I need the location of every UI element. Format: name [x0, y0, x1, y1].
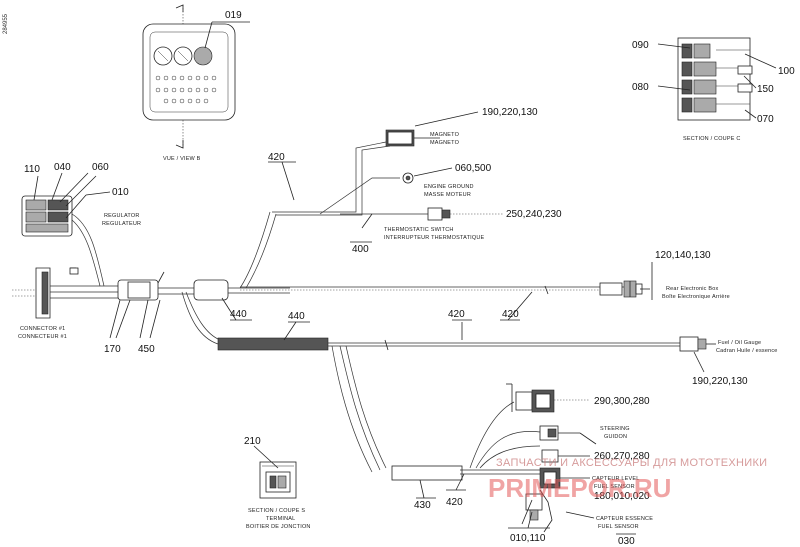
callout-210: 210 — [244, 436, 261, 447]
main-harness — [50, 141, 716, 352]
callout-010: 010 — [112, 187, 129, 198]
callout-190-220-130-bottom: 190,220,130 — [692, 376, 748, 387]
callout-060: 060 — [92, 162, 109, 173]
callout-060-500: 060,500 — [455, 163, 492, 174]
callout-100: 100 — [778, 66, 795, 77]
clamp-170-450 — [109, 299, 161, 339]
fuel-level-label-fr: FUEL SENSOR — [594, 484, 635, 490]
callout-120-140-130: 120,140,130 — [655, 250, 711, 261]
callout-090: 090 — [632, 40, 649, 51]
watermark-text: ЗАПЧАСТИ И АКСЕССУАРЫ ДЛЯ МОТОТЕХНИКИ — [496, 457, 767, 469]
section-c-title: SECTION / COUPE C — [683, 136, 741, 142]
lower-branch — [331, 345, 590, 533]
fuel-gauge-label-en: Fuel / Oil Gauge — [718, 340, 761, 346]
callout-030: 030 — [618, 536, 635, 547]
thermo-label-en: THERMOSTATIC SWITCH — [384, 227, 454, 233]
connector-1-label-fr: CONNECTEUR #1 — [18, 334, 67, 340]
watermark-logo: PRIMEPOR.RU — [488, 473, 671, 503]
callout-150: 150 — [757, 84, 774, 95]
steering-label-fr: GUIDON — [604, 434, 627, 440]
magneto-label-fr: MAGNETO — [430, 140, 460, 146]
callout-430: 430 — [414, 500, 431, 511]
callout-400: 400 — [352, 244, 369, 255]
callout-450: 450 — [138, 344, 155, 355]
fuel-gauge-label-fr: Cadran Huile / essence — [716, 348, 778, 354]
callout-440-b: 440 — [288, 311, 305, 322]
callout-019: 019 — [225, 10, 242, 21]
callout-170: 170 — [104, 344, 121, 355]
regulator-label-fr: REGULATEUR — [102, 221, 141, 227]
callout-180-010-020: 180,010,020 — [594, 491, 650, 502]
connector-1 — [12, 267, 79, 319]
fuel-level-label-en: CAPTEUR LEVEL — [592, 476, 640, 482]
section-s-title: SECTION / COUPE S — [248, 508, 305, 514]
section-c-detail — [657, 37, 777, 121]
section-s-sub-2: BOITIER DE JONCTION — [246, 524, 311, 530]
engine-ground — [402, 167, 453, 184]
connector-1-label-en: CONNECTOR #1 — [20, 326, 65, 332]
regulator-label-en: REGULATOR — [104, 213, 140, 219]
magneto-label-en: MAGNETO — [430, 132, 460, 138]
callout-260-270-280: 260,270,280 — [594, 451, 650, 462]
callout-040: 040 — [54, 162, 71, 173]
engine-ground-label-en: ENGINE GROUND — [424, 184, 474, 190]
callout-110: 110 — [24, 164, 40, 175]
drawing-code: 284955 — [3, 13, 9, 34]
section-s-detail — [253, 445, 297, 499]
fuel-sensor-label-en: CAPTEUR ESSENCE — [596, 516, 653, 522]
callout-420-mid: 420 — [448, 309, 465, 320]
rear-box-label-en: Rear Electronic Box — [666, 286, 718, 292]
steering-label-en: STEERING — [600, 426, 630, 432]
thermostatic-switch — [427, 207, 504, 221]
callout-420-top: 420 — [268, 152, 285, 163]
thermo-label-fr: INTERRUPTEUR THERMOSTATIQUE — [384, 235, 485, 241]
callout-070: 070 — [757, 114, 774, 125]
fuel-sensor-label-fr: FUEL SENSOR — [598, 524, 639, 530]
view-b-connector — [142, 4, 250, 149]
callout-190-220-130-top: 190,220,130 — [482, 107, 538, 118]
section-s-sub-1: TERMINAL — [266, 516, 295, 522]
magneto-connector — [385, 111, 479, 147]
callout-250-240-230: 250,240,230 — [506, 209, 562, 220]
callout-290-300-280: 290,300,280 — [594, 396, 650, 407]
callout-440-a: 440 — [230, 309, 247, 320]
callout-420-bottom: 420 — [446, 497, 463, 508]
regulator-connector — [21, 172, 105, 287]
callout-420-right: 420 — [502, 309, 519, 320]
callout-010-110: 010,110 — [510, 533, 546, 544]
rear-box-label-fr: Boîte Electronique Arrière — [662, 294, 730, 300]
engine-ground-label-fr: MASSE MOTEUR — [424, 192, 471, 198]
view-b-title: VUE / VIEW B — [163, 156, 201, 162]
callout-080: 080 — [632, 82, 649, 93]
